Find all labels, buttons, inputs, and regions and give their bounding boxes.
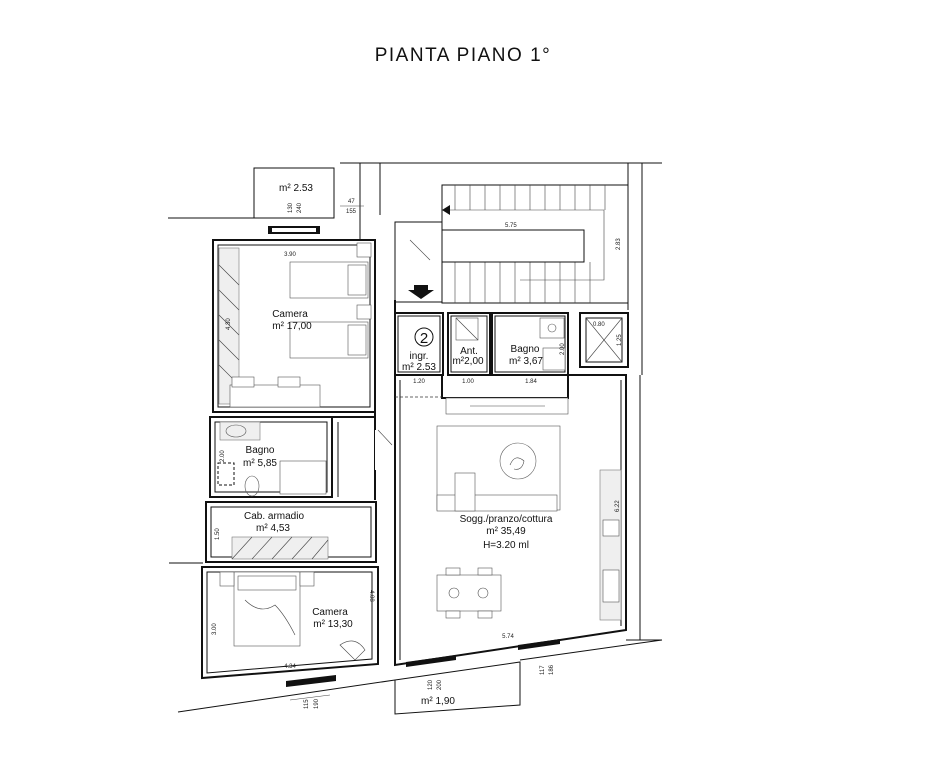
balcony-top-area: m² 2.53 — [279, 183, 313, 194]
cabina-area: m² 4,53 — [256, 523, 290, 534]
dim-150: 1.50 — [215, 528, 221, 540]
dim-125: 1.25 — [617, 334, 623, 346]
stair-treads — [454, 185, 606, 303]
soggiorno-area: m² 35,49 — [486, 526, 526, 537]
dim-130: 130 — [288, 202, 294, 213]
staircase: 5.75 2.83 — [394, 184, 629, 304]
dim-155: 155 — [346, 209, 357, 215]
dim-100: 1.00 — [462, 379, 474, 385]
anti: Ant. m²2,00 1.00 — [452, 317, 484, 385]
bagno1: Bagno m² 5,85 2.00 — [217, 421, 327, 497]
dim-117: 117 — [540, 665, 546, 675]
cabina: Cab. armadio m² 4,53 1.50 — [215, 511, 329, 560]
dim-200b: 2.00 — [220, 450, 226, 462]
bagno1-name: Bagno — [246, 445, 275, 456]
ingresso-name: ingr. — [410, 351, 429, 362]
camera2-name: Camera — [312, 607, 348, 618]
camera1-furniture — [218, 242, 372, 408]
bagno2-area: m² 3,67 — [509, 356, 543, 367]
dim-575: 5.75 — [505, 223, 517, 229]
dim-47: 47 — [348, 199, 355, 205]
dim-190: 190 — [314, 698, 320, 709]
shaft: 0.80 1.25 — [579, 312, 629, 368]
dim-408: 4.08 — [368, 590, 374, 602]
anti-name: Ant. — [460, 346, 478, 357]
soggiorno-name: Sogg./pranzo/cottura — [460, 514, 553, 525]
dim-622: 6.22 — [615, 500, 621, 512]
dim-390: 3.90 — [284, 252, 296, 258]
dim-200c: 200 — [437, 679, 443, 690]
dim-115: 115 — [304, 699, 310, 709]
dim-300: 3.00 — [212, 623, 218, 635]
apartment-walls — [201, 239, 627, 680]
dim-240: 240 — [297, 202, 303, 213]
camera1-area: m² 17,00 — [272, 321, 312, 332]
dim-120b: 120 — [428, 679, 434, 690]
camera2-area: m² 13,30 — [313, 619, 353, 630]
bagno1-area: m² 5,85 — [243, 458, 277, 469]
camera2: Camera m² 13,30 3.00 4.08 4.34 — [212, 571, 374, 670]
camera1-name: Camera — [272, 309, 308, 320]
cabina-name: Cab. armadio — [244, 511, 304, 522]
anti-area: m²2,00 — [452, 356, 484, 367]
soggiorno-furniture: 6.22 — [436, 397, 622, 621]
dim-200: 2.00 — [560, 343, 566, 355]
dim-186: 186 — [549, 664, 555, 675]
bagno2: Bagno m² 3,67 1.84 2.00 — [509, 317, 566, 385]
balcony-top: m² 2.53 130 240 47 155 — [253, 167, 364, 234]
soggiorno-height: H=3.20 ml — [483, 540, 529, 551]
entrance-arrow-icon — [408, 285, 434, 299]
plan-title: PIANTA PIANO 1° — [375, 45, 552, 66]
unit-number: 2 — [420, 330, 428, 347]
ingresso-area: m² 2.53 — [402, 362, 436, 373]
dim-184: 1.84 — [525, 379, 537, 385]
bottom-openings: 115 190 117 186 m² 1,90 120 200 — [286, 639, 560, 715]
dim-283: 2.83 — [616, 238, 622, 250]
balcony-bottom-area: m² 1,90 — [421, 696, 455, 707]
dim-120: 1.20 — [413, 379, 425, 385]
ingresso: 2 ingr. m² 2.53 1.20 — [402, 327, 436, 385]
dim-430: 4.30 — [226, 318, 232, 330]
dim-080: 0.80 — [593, 322, 605, 328]
bagno2-name: Bagno — [511, 344, 540, 355]
dim-574: 5.74 — [502, 634, 514, 640]
dim-434: 4.34 — [284, 664, 296, 670]
